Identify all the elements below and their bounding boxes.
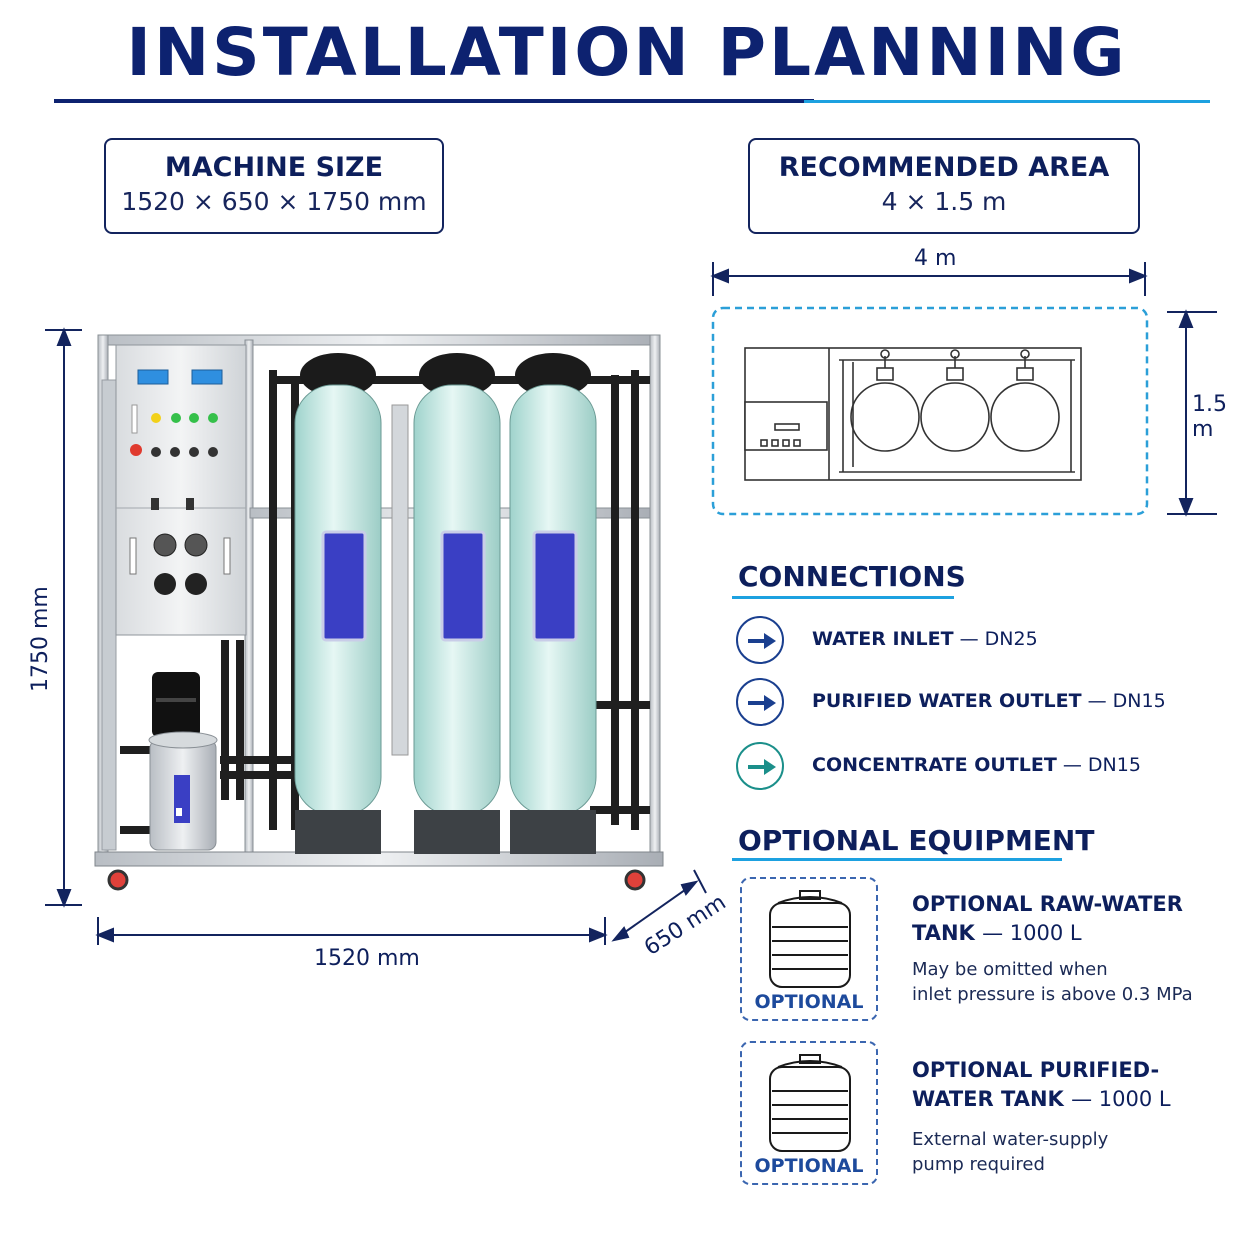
water-tank-icon bbox=[769, 890, 851, 988]
optional-capacity: — 1000 L bbox=[1071, 1087, 1171, 1111]
connections-underline bbox=[732, 596, 954, 599]
connections-heading: CONNECTIONS bbox=[738, 560, 966, 593]
connection-purified-outlet: PURIFIED WATER OUTLET — DN15 bbox=[736, 678, 1196, 730]
optional-desc-line: May be omitted when bbox=[912, 959, 1108, 980]
optional-desc-line: inlet pressure is above 0.3 MPa bbox=[912, 984, 1193, 1005]
recommended-area-label: RECOMMENDED AREA bbox=[778, 152, 1110, 183]
optional-title-text: OPTIONAL RAW-WATER TANK bbox=[912, 892, 1183, 945]
optional-badge: OPTIONAL bbox=[754, 1155, 864, 1177]
machine-size-value: 1520 × 650 × 1750 mm bbox=[121, 187, 427, 216]
arrow-right-icon bbox=[736, 616, 784, 664]
area-width-label: 4 m bbox=[914, 246, 957, 271]
optional-title-text: WATER TANK bbox=[912, 1087, 1064, 1111]
optional-raw-tank-title: OPTIONAL RAW-WATER TANK — 1000 L bbox=[912, 890, 1212, 948]
optional-purified-tank-desc: External water-supply pump required bbox=[912, 1127, 1212, 1177]
connection-size: — DN25 bbox=[959, 628, 1038, 650]
connection-name: PURIFIED WATER OUTLET bbox=[812, 690, 1082, 712]
area-depth-label: 1.5 m bbox=[1192, 392, 1227, 442]
optional-title-text: OPTIONAL PURIFIED- bbox=[912, 1058, 1160, 1082]
recommended-area-card: RECOMMENDED AREA 4 × 1.5 m bbox=[748, 138, 1140, 234]
optional-desc-line: pump required bbox=[912, 1154, 1045, 1175]
width-dimension-label: 1520 mm bbox=[314, 946, 420, 971]
water-tank-icon bbox=[769, 1054, 851, 1152]
arrow-right-icon bbox=[736, 678, 784, 726]
optional-capacity: — 1000 L bbox=[982, 921, 1082, 945]
optional-badge: OPTIONAL bbox=[754, 991, 864, 1013]
connection-size: — DN15 bbox=[1087, 690, 1166, 712]
ro-machine-illustration bbox=[94, 334, 664, 891]
optional-purified-tank-card: OPTIONAL bbox=[740, 1041, 878, 1185]
connection-name: WATER INLET bbox=[812, 628, 954, 650]
optional-desc-line: External water-supply bbox=[912, 1129, 1109, 1150]
optional-raw-tank-desc: May be omitted when inlet pressure is ab… bbox=[912, 957, 1212, 1007]
connection-water-inlet: WATER INLET — DN25 bbox=[736, 616, 1196, 668]
optional-raw-tank-card: OPTIONAL bbox=[740, 877, 878, 1021]
page-title: INSTALLATION PLANNING bbox=[126, 14, 1128, 91]
optional-equipment-heading: OPTIONAL EQUIPMENT bbox=[738, 824, 1095, 857]
optional-underline bbox=[732, 858, 1062, 861]
machine-size-label: MACHINE SIZE bbox=[164, 152, 384, 183]
area-diagram bbox=[710, 262, 1217, 517]
title-underline bbox=[54, 99, 1210, 103]
connection-name: CONCENTRATE OUTLET bbox=[812, 754, 1057, 776]
optional-purified-tank-title: OPTIONAL PURIFIED- WATER TANK — 1000 L bbox=[912, 1056, 1212, 1114]
connection-size: — DN15 bbox=[1062, 754, 1141, 776]
height-dimension-label: 1750 mm bbox=[28, 586, 53, 692]
recommended-area-value: 4 × 1.5 m bbox=[881, 187, 1007, 216]
machine-size-card: MACHINE SIZE 1520 × 650 × 1750 mm bbox=[104, 138, 444, 234]
arrow-right-icon bbox=[736, 742, 784, 790]
machine-dimension-lines bbox=[45, 327, 707, 945]
connection-concentrate-outlet: CONCENTRATE OUTLET — DN15 bbox=[736, 742, 1196, 794]
